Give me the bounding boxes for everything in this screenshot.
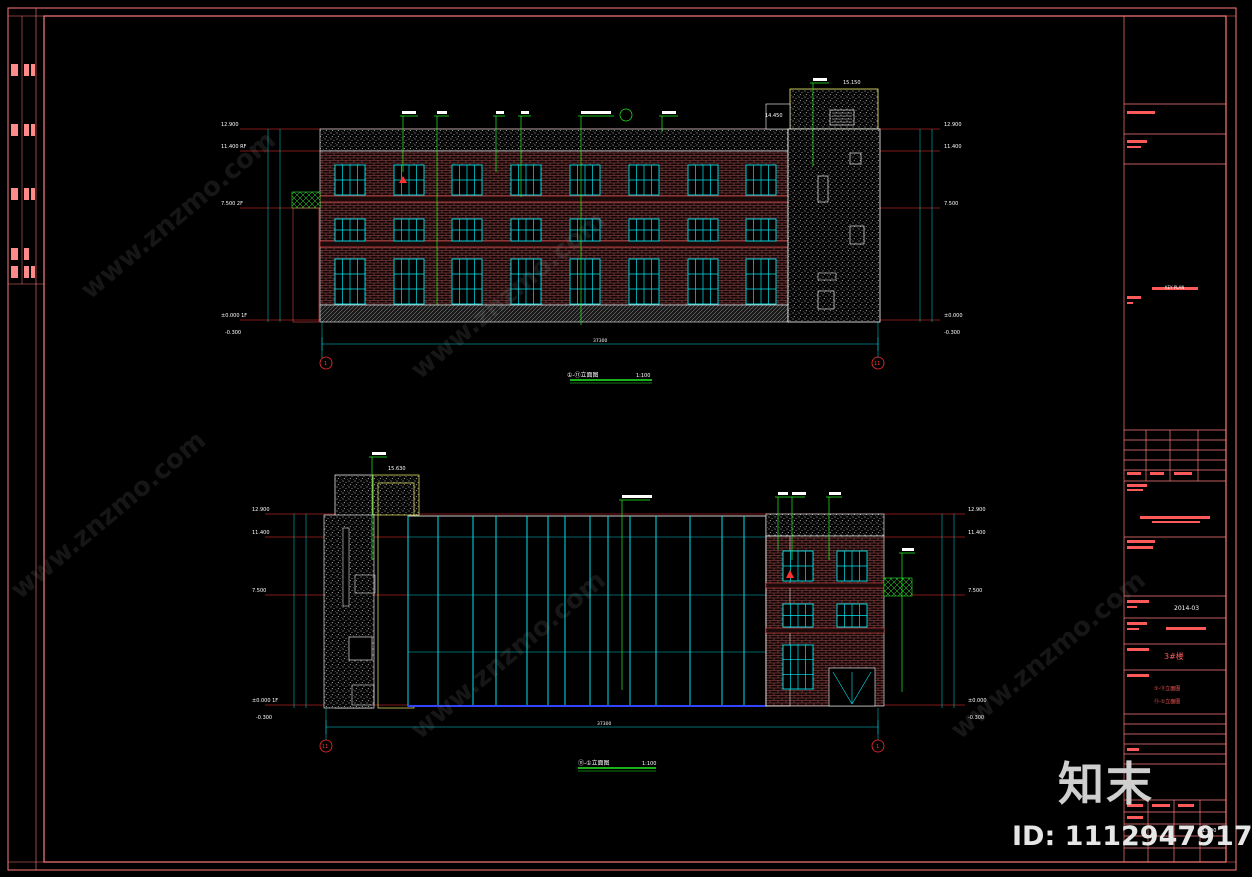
level-label: 12.900 bbox=[221, 122, 239, 128]
dimensions-bottom bbox=[293, 514, 955, 740]
level-label: -0.300 bbox=[256, 715, 272, 721]
level-label: 7.500 2F bbox=[221, 201, 243, 207]
level-label: 15.630 bbox=[388, 466, 406, 472]
overall-dimension: 37300 bbox=[597, 721, 611, 727]
elevation-top: 12.900 11.400 RF 7.500 2F ±0.000 1F -0.3… bbox=[221, 78, 963, 384]
id-watermark: ID: 1112947917 bbox=[1012, 821, 1252, 852]
level-label: -0.300 bbox=[944, 330, 960, 336]
sheet-frame bbox=[7, 7, 1237, 871]
level-label: 12.900 bbox=[944, 122, 962, 128]
elevation-scale: 1:100 bbox=[642, 761, 656, 767]
axis-bubble-label: 11 bbox=[874, 361, 880, 367]
level-label: 14.450 bbox=[765, 113, 783, 119]
leaders-bottom bbox=[369, 456, 915, 692]
level-label: 11.400 bbox=[968, 530, 986, 536]
leaders-top bbox=[400, 82, 829, 325]
title-block-scale: 1:100 bbox=[1202, 828, 1216, 834]
drawing-number: 3#楼 bbox=[1164, 651, 1184, 661]
level-label: 11.400 RF bbox=[221, 144, 247, 150]
axis-bubble-label: 11 bbox=[322, 744, 328, 750]
elevation-title: ①-⑪立面图 bbox=[567, 371, 599, 379]
leader-tags-top bbox=[402, 78, 827, 114]
window-group-bottom bbox=[782, 550, 868, 690]
level-label: 7.500 bbox=[944, 201, 958, 207]
drawing-list-item: ⑪-①立面图 bbox=[1154, 698, 1180, 705]
title-block-fills bbox=[1127, 111, 1210, 819]
dimensions-top bbox=[267, 129, 933, 358]
title-block: 2014-03 KEY PLAN 3#楼 ①-⑪立面图 ⑪-①立面图 1:100 bbox=[1123, 16, 1226, 862]
brand-watermark: 知末 bbox=[1058, 757, 1154, 811]
window-group-top bbox=[334, 164, 777, 305]
level-label: 7.500 bbox=[252, 588, 266, 594]
level-label: -0.300 bbox=[225, 330, 241, 336]
level-label: -0.300 bbox=[968, 715, 984, 721]
level-label: 11.400 bbox=[252, 530, 270, 536]
level-label: 12.900 bbox=[968, 507, 986, 513]
axis-bubble-label: 1 bbox=[324, 361, 327, 367]
level-label: ±0.000 1F bbox=[221, 313, 247, 319]
elevation-bottom: 12.900 11.400 7.500 ±0.000 1F -0.300 12.… bbox=[252, 452, 987, 772]
level-label: ±0.000 bbox=[944, 313, 963, 319]
elevation-title: ⑪-①立面图 bbox=[578, 759, 610, 767]
level-label: 7.500 bbox=[968, 588, 982, 594]
level-label: ±0.000 bbox=[968, 698, 987, 704]
elevation-scale: 1:100 bbox=[636, 373, 650, 379]
level-label: 12.900 bbox=[252, 507, 270, 513]
key-plan-label: KEY PLAN bbox=[1165, 285, 1184, 290]
axis-bubble-label: 1 bbox=[876, 744, 879, 750]
drawing-list-item: ①-⑪立面图 bbox=[1154, 685, 1180, 692]
leader-tags-bottom bbox=[372, 452, 914, 551]
level-label: 11.400 bbox=[944, 144, 962, 150]
overall-dimension: 37300 bbox=[593, 338, 607, 344]
left-margin-stamps bbox=[11, 64, 35, 278]
level-label: 15.150 bbox=[843, 80, 861, 86]
level-label: ±0.000 1F bbox=[252, 698, 278, 704]
drawing-date: 2014-03 bbox=[1174, 605, 1199, 612]
watermark-diagonal: www.znzmo.com bbox=[75, 125, 281, 305]
